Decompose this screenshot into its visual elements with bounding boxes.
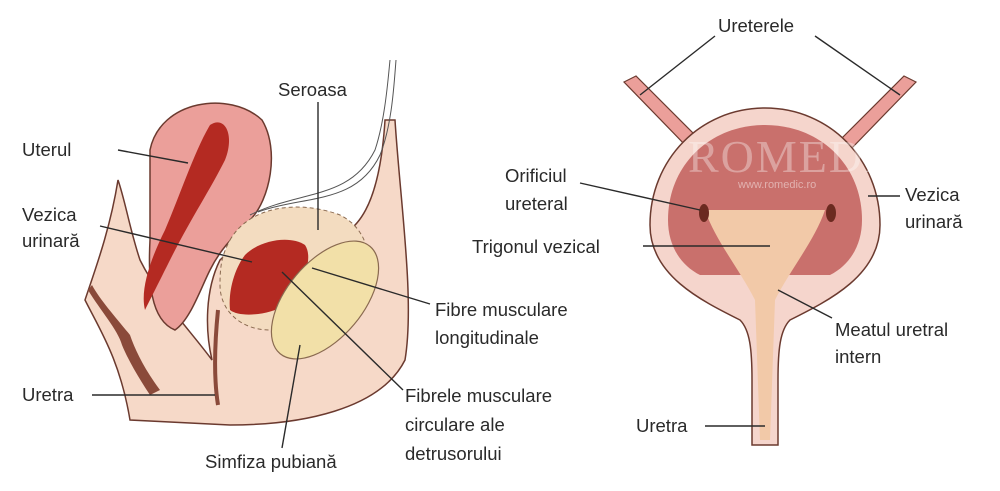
label-orifice-1: Orificiul — [505, 165, 567, 186]
left-ureteral-orifice — [699, 204, 709, 222]
label-orifice-2: ureteral — [505, 193, 568, 214]
label-longitudinal-1: Fibre musculare — [435, 299, 568, 320]
label-urethra-right: Uretra — [636, 415, 688, 436]
label-serosa: Seroasa — [278, 79, 348, 100]
label-longitudinal-2: longitudinale — [435, 327, 539, 348]
label-pubic-symphysis: Simfiza pubiană — [205, 451, 337, 472]
label-meatus-2: intern — [835, 346, 881, 367]
leader-lines — [92, 35, 901, 449]
label-bladder-left-1: Vezica — [22, 204, 77, 225]
label-uterus: Uterul — [22, 139, 71, 160]
right-ureteral-orifice — [826, 204, 836, 222]
peritoneum — [249, 59, 391, 216]
urethra-left — [213, 309, 220, 406]
peritoneum-2 — [257, 59, 397, 213]
label-circular-2: circulare ale — [405, 414, 505, 435]
label-trigone: Trigonul vezical — [472, 236, 600, 257]
coronal-view: ROMEDIC www.romedic.ro — [622, 75, 918, 446]
label-circular-1: Fibrele musculare — [405, 385, 552, 406]
trigone — [705, 210, 825, 440]
watermark-url: www.romedic.ro — [737, 179, 816, 191]
label-meatus-1: Meatul uretral — [835, 319, 948, 340]
pubic-symphysis — [270, 240, 380, 360]
watermark-brand: ROMEDIC — [688, 131, 914, 182]
label-ureters: Ureterele — [718, 15, 794, 36]
label-bladder-right-1: Vezica — [905, 184, 960, 205]
label-urethra-left: Uretra — [22, 384, 74, 405]
vagina — [88, 285, 160, 395]
label-bladder-left-2: urinară — [22, 230, 80, 251]
label-circular-3: detrusorului — [405, 443, 502, 464]
label-bladder-right-2: urinară — [905, 211, 963, 232]
bladder-mucosa-right — [668, 125, 862, 275]
uterine-cavity — [143, 122, 230, 310]
sagittal-view — [84, 59, 410, 426]
